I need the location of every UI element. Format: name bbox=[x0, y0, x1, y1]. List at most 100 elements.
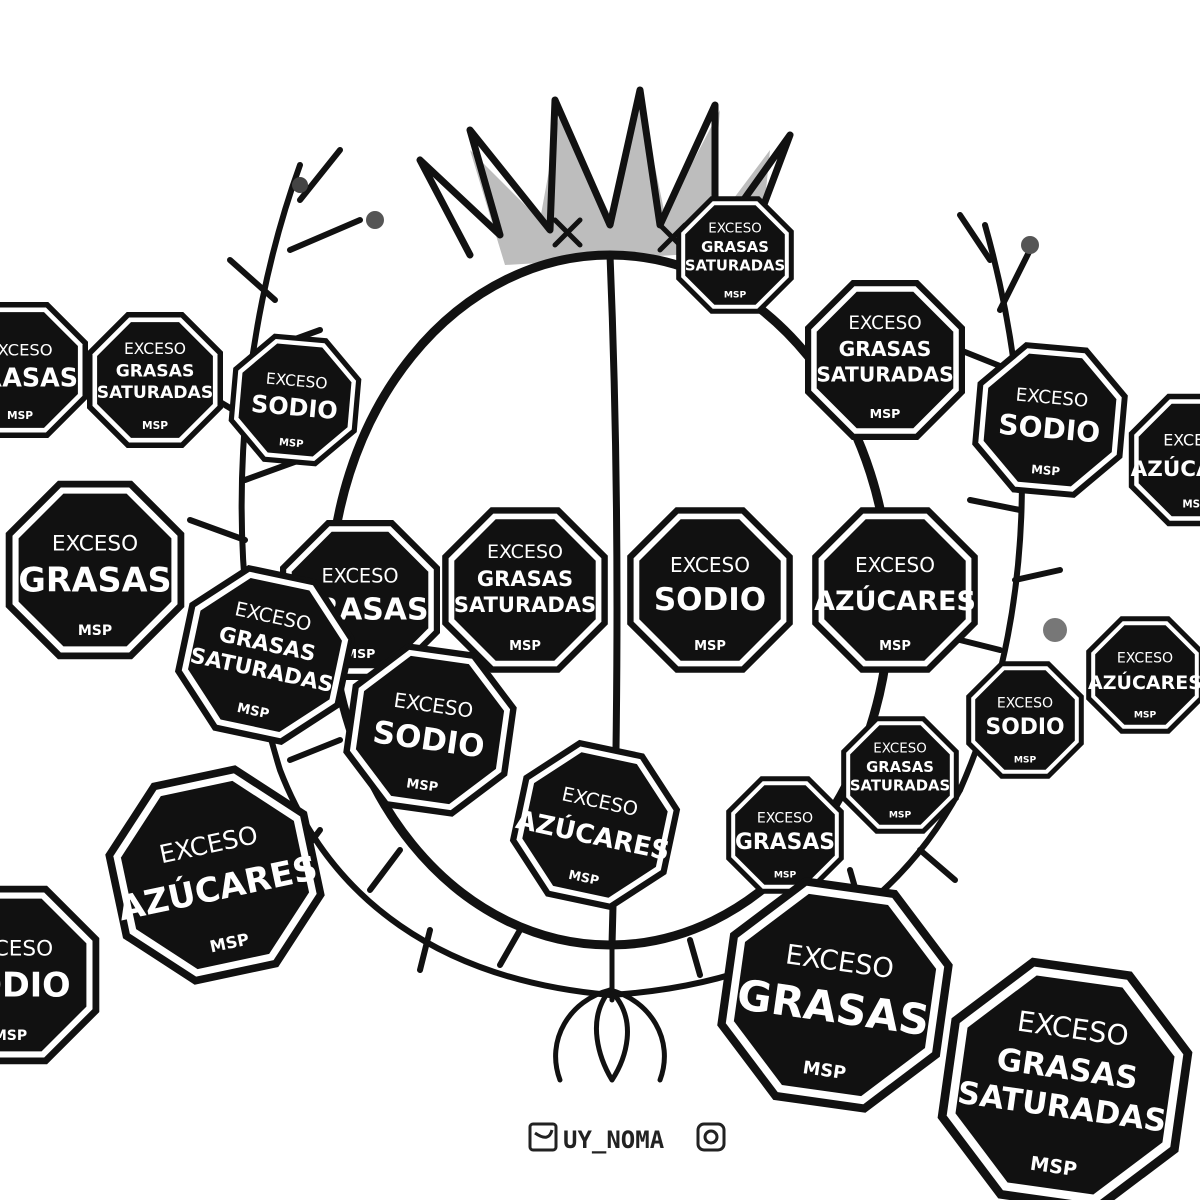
octagon-face bbox=[685, 205, 785, 305]
label-msp: MSP bbox=[78, 623, 112, 639]
label-exceso: EXCESO bbox=[1163, 431, 1200, 450]
ribbon-knot bbox=[553, 942, 667, 1083]
label-msp: MSP bbox=[889, 810, 912, 820]
label-msp: MSP bbox=[235, 701, 270, 722]
label-azucares: AZÚCARES bbox=[1088, 670, 1200, 694]
octagon-face bbox=[824, 519, 966, 661]
warning-octagon-sodio: EXCESO SODIO MSP bbox=[966, 661, 1084, 779]
label-grasas: GRASAS bbox=[735, 830, 835, 855]
octagon-face bbox=[522, 752, 668, 898]
octagon-face bbox=[816, 291, 954, 429]
label-msp: MSP bbox=[694, 639, 726, 654]
octagon-face bbox=[1138, 403, 1200, 517]
label-saturadas: SATURADAS bbox=[850, 778, 950, 795]
instagram-icon bbox=[696, 1122, 726, 1152]
label-msp: MSP bbox=[1182, 499, 1200, 511]
label-msp: MSP bbox=[724, 290, 747, 300]
label-grasas: GRASAS bbox=[0, 362, 78, 392]
label-azucares: AZÚCARES bbox=[814, 585, 976, 617]
author-credit: UY_NOMA bbox=[528, 1122, 726, 1154]
label-grasas: GRASAS bbox=[477, 567, 573, 591]
label-exceso: EXCESO bbox=[873, 741, 926, 756]
octagon-face bbox=[97, 322, 213, 438]
label-msp: MSP bbox=[879, 639, 911, 654]
octagon-face bbox=[188, 578, 342, 732]
label-exceso: EXCESO bbox=[670, 553, 750, 577]
octagon-face bbox=[454, 519, 596, 661]
octagon-face bbox=[975, 670, 1075, 770]
label-azucares: AZÚCARES bbox=[1131, 456, 1200, 482]
warning-octagon-sat: EXCESO GRASAS SATURADAS MSP bbox=[676, 196, 794, 314]
octagon-face bbox=[18, 493, 172, 647]
warning-octagon-grasas: EXCESO GRASAS MSP bbox=[5, 480, 185, 660]
label-exceso: EXCESO bbox=[0, 937, 53, 962]
label-msp: MSP bbox=[405, 776, 439, 795]
label-exceso: EXCESO bbox=[265, 370, 328, 393]
warning-octagon-sodio: EXCESO SODIO MSP bbox=[0, 885, 100, 1065]
octagon-face bbox=[733, 893, 937, 1097]
octagon-face bbox=[850, 725, 950, 825]
label-msp: MSP bbox=[774, 870, 797, 880]
warning-octagons-layer: EXCESOGRASASMSPEXCESOGRASASSATURADASMSPE… bbox=[0, 196, 1200, 1200]
octagon-face bbox=[0, 312, 78, 428]
octagon-face bbox=[955, 975, 1175, 1195]
octagon-face bbox=[983, 353, 1117, 487]
label-saturadas: SATURADAS bbox=[816, 362, 953, 386]
label-grasas: GRASAS bbox=[866, 759, 934, 776]
label-msp: MSP bbox=[1014, 755, 1037, 765]
label-msp: MSP bbox=[567, 867, 600, 888]
warning-octagon-sat: EXCESO GRASAS SATURADAS MSP bbox=[841, 716, 959, 834]
label-msp: MSP bbox=[0, 1028, 27, 1044]
label-msp: MSP bbox=[142, 419, 168, 432]
label-msp: MSP bbox=[278, 437, 303, 450]
label-exceso: EXCESO bbox=[1117, 650, 1173, 666]
label-saturadas: SATURADAS bbox=[685, 258, 785, 275]
label-sodio: SODIO bbox=[654, 582, 766, 618]
label-exceso: EXCESO bbox=[757, 810, 813, 826]
label-grasas: GRASAS bbox=[18, 561, 171, 600]
label-grasas: GRASAS bbox=[701, 239, 769, 256]
label-msp: MSP bbox=[1031, 462, 1061, 478]
label-msp: MSP bbox=[7, 409, 33, 422]
octagon-face bbox=[735, 785, 835, 885]
label-msp: MSP bbox=[870, 406, 901, 421]
octagon-face bbox=[355, 655, 505, 805]
twitter-icon bbox=[528, 1122, 558, 1152]
warning-octagon-azucares: EXCESO AZÚCARES MSP bbox=[1128, 393, 1200, 527]
warning-octagon-grasas: EXCESO GRASAS MSP bbox=[726, 776, 844, 894]
label-exceso: EXCESO bbox=[997, 695, 1053, 711]
label-sodio: SODIO bbox=[985, 715, 1064, 740]
octagon-face bbox=[639, 519, 781, 661]
label-exceso: EXCESO bbox=[487, 541, 563, 563]
warning-octagon-sodio: EXCESO SODIO MSP bbox=[627, 507, 793, 673]
label-exceso: EXCESO bbox=[848, 313, 921, 334]
label-saturadas: SATURADAS bbox=[97, 383, 213, 403]
label-exceso: EXCESO bbox=[321, 565, 398, 588]
octagon-face bbox=[1095, 625, 1195, 725]
author-handle: UY_NOMA bbox=[563, 1126, 665, 1154]
label-exceso: EXCESO bbox=[708, 221, 761, 236]
warning-octagon-azucares: EXCESO AZÚCARES MSP bbox=[812, 507, 978, 673]
label-saturadas: SATURADAS bbox=[454, 593, 596, 617]
label-grasas: GRASAS bbox=[839, 337, 932, 361]
octagon-face bbox=[238, 343, 352, 457]
octagon-face bbox=[120, 780, 310, 970]
label-exceso: EXCESO bbox=[855, 553, 935, 577]
label-msp: MSP bbox=[509, 639, 541, 654]
label-grasas: GRASAS bbox=[116, 362, 195, 382]
label-exceso: EXCESO bbox=[52, 532, 138, 557]
label-sodio: SODIO bbox=[0, 966, 71, 1005]
